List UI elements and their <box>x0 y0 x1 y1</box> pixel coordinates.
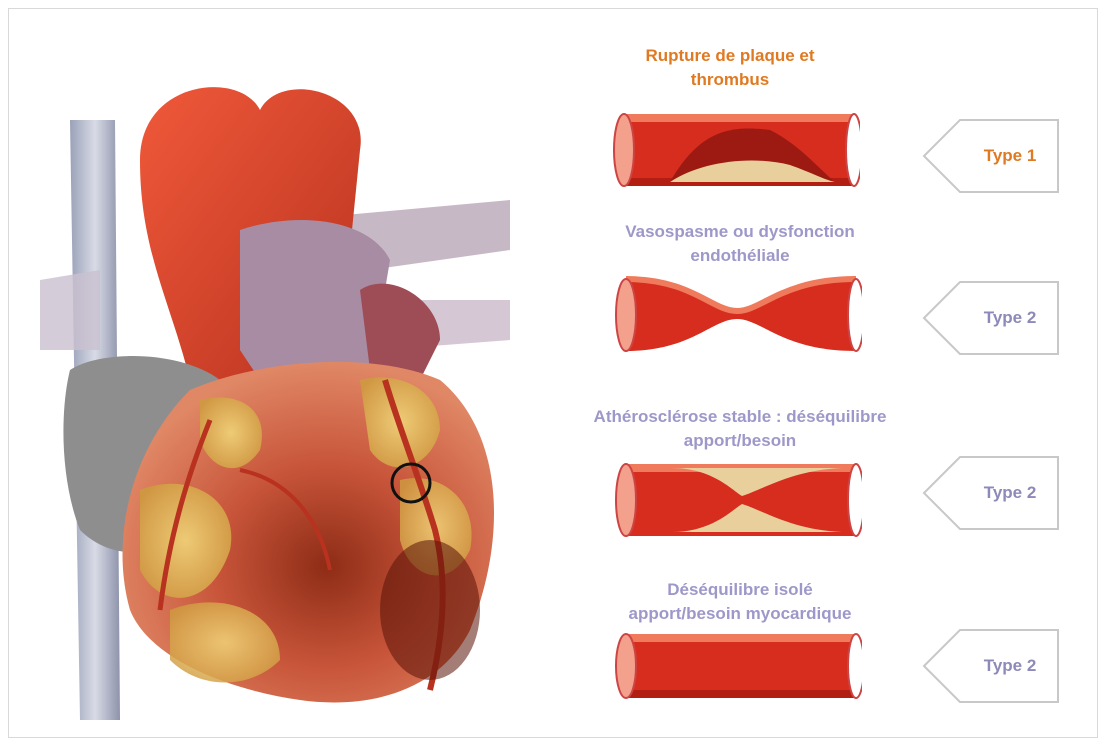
type-tag-row-1: Type 1 <box>922 118 1062 194</box>
vessel-vasospasm <box>612 275 862 355</box>
label-isolated-imbalance: Déséquilibre isolé apport/besoin myocard… <box>560 578 920 626</box>
heart-illustration <box>40 50 520 720</box>
label-vasospasm: Vasospasme ou dysfonction endothéliale <box>560 220 920 268</box>
vessel-plaque-rupture <box>610 110 860 190</box>
type-label: Type 1 <box>960 118 1060 194</box>
label-stable-plaque: Athérosclérose stable : déséquilibre app… <box>520 405 960 453</box>
type-label: Type 2 <box>960 280 1060 356</box>
label-plaque-rupture: Rupture de plaque et thrombus <box>580 44 880 92</box>
type-tag-row-3: Type 2 <box>922 455 1062 531</box>
type-label: Type 2 <box>960 455 1060 531</box>
vessel-stable-plaque <box>612 460 862 540</box>
vessel-normal <box>612 630 862 702</box>
type-tag-row-4: Type 2 <box>922 628 1062 704</box>
type-label: Type 2 <box>960 628 1060 704</box>
type-tag-row-2: Type 2 <box>922 280 1062 356</box>
